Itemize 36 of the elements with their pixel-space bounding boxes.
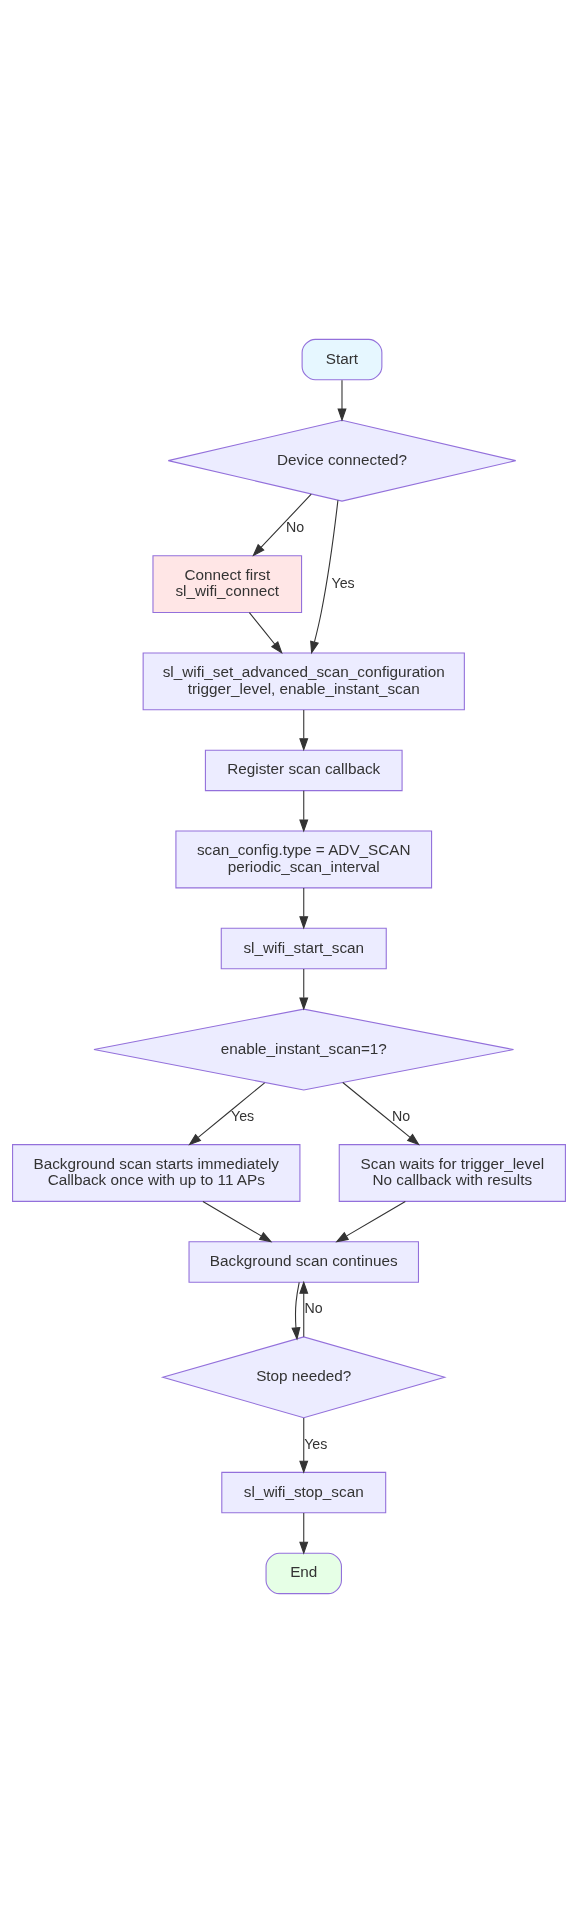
edge-label: Yes: [331, 574, 355, 591]
arrow: [188, 1081, 266, 1146]
node-diamond: enable_instant_scan=1?: [93, 1008, 515, 1090]
node-box: Register scan callback: [204, 749, 403, 791]
arrow: [299, 708, 309, 751]
edge-label: Yes: [230, 1107, 255, 1124]
node-box: Background scan continues: [188, 1240, 419, 1283]
node-diamond: Device connected?: [167, 419, 517, 502]
node-box: scan_config.type = ADV_SCAN periodic_scan_interval: [175, 829, 433, 888]
edge-label: No: [391, 1107, 411, 1124]
arrow: [335, 1200, 406, 1242]
arrow: [202, 1200, 273, 1242]
node-box: Start: [301, 338, 383, 380]
node-box: sl_wifi_start_scan: [220, 927, 387, 969]
edge-label: Yes: [304, 1435, 328, 1452]
arrow: [299, 886, 309, 929]
arrow: [248, 611, 283, 654]
node-box: Connect first sl_wifi_connect: [152, 554, 303, 613]
arrow: [299, 789, 309, 833]
node-diamond: Stop needed?: [160, 1335, 447, 1418]
arrow: [299, 1416, 309, 1474]
arrow: [299, 1512, 309, 1555]
node-box: Background scan starts immediately Callback once with up to 11 APs: [12, 1143, 301, 1202]
node-box: End: [265, 1552, 342, 1594]
arrow: [337, 379, 347, 422]
edge-label: No: [285, 518, 305, 535]
arrow: [310, 499, 339, 654]
node-box: sl_wifi_stop_scan: [221, 1471, 387, 1513]
arrow: [252, 493, 312, 557]
arrow: [299, 1280, 309, 1337]
arrow: [291, 1281, 301, 1340]
node-box: sl_wifi_set_advanced_scan_configuration trigger_level, enable_instant_scan: [142, 651, 465, 710]
arrow: [342, 1081, 420, 1145]
node-box: Scan waits for trigger_level No callback with results: [338, 1143, 566, 1202]
edge-label: No: [304, 1299, 323, 1316]
arrow: [299, 968, 309, 1011]
